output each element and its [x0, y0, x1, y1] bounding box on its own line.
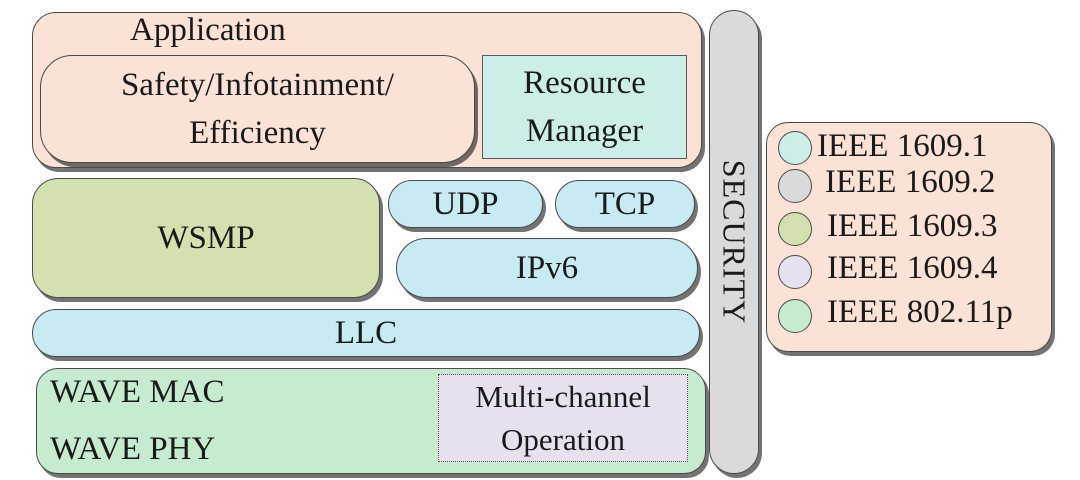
legend-label-1609-2: IEEE 1609.2: [825, 164, 996, 200]
ipv6-layer: IPv6: [396, 238, 698, 298]
multichannel-operation-label: Multi-channel Operation: [438, 374, 688, 462]
ipv6-label: IPv6: [515, 249, 579, 286]
safety-infotainment-efficiency-label: Safety/Infotainment/ Efficiency: [40, 58, 475, 162]
safety-infotainment-efficiency-box: [40, 55, 475, 163]
resource-line-1: Resource: [523, 65, 646, 102]
llc-label: LLC: [334, 314, 398, 351]
security-layer: [709, 10, 759, 474]
resource-manager-box: [482, 55, 687, 159]
security-label: SECURITY: [716, 159, 753, 325]
legend-swatch-1609-2: [778, 169, 812, 203]
resource-manager-label: Resource Manager: [482, 56, 687, 160]
safety-line-1: Safety/Infotainment/: [120, 67, 395, 104]
legend-panel: [766, 122, 1052, 352]
legend-label-1609-3: IEEE 1609.3: [827, 208, 998, 244]
udp-label: UDP: [432, 185, 499, 222]
udp-layer: UDP: [388, 180, 543, 228]
legend-swatch-1609-1: [778, 131, 812, 165]
multichannel-operation-box: [438, 374, 688, 462]
wsmp-label: WSMP: [157, 219, 255, 256]
multichannel-line-1: Multi-channel: [475, 378, 651, 414]
legend-swatch-80211p: [778, 299, 812, 333]
application-title: Application: [130, 12, 286, 48]
legend-swatch-1609-3: [778, 212, 812, 246]
wave-phy-label: WAVE PHY: [50, 431, 216, 467]
wave-mac-label: WAVE MAC: [50, 374, 225, 410]
tcp-label: TCP: [594, 185, 656, 222]
tcp-layer: TCP: [555, 180, 695, 228]
legend-swatch-1609-4: [778, 255, 812, 289]
wsmp-layer: WSMP: [32, 178, 380, 298]
llc-layer: LLC: [32, 309, 700, 357]
legend-label-1609-4: IEEE 1609.4: [827, 250, 998, 286]
legend-label-80211p: IEEE 802.11p: [827, 294, 1013, 330]
multichannel-line-2: Operation: [501, 422, 625, 457]
safety-line-2: Efficiency: [189, 115, 326, 151]
resource-line-2: Manager: [525, 113, 644, 149]
legend-label-1609-1: IEEE 1609.1: [817, 128, 988, 164]
